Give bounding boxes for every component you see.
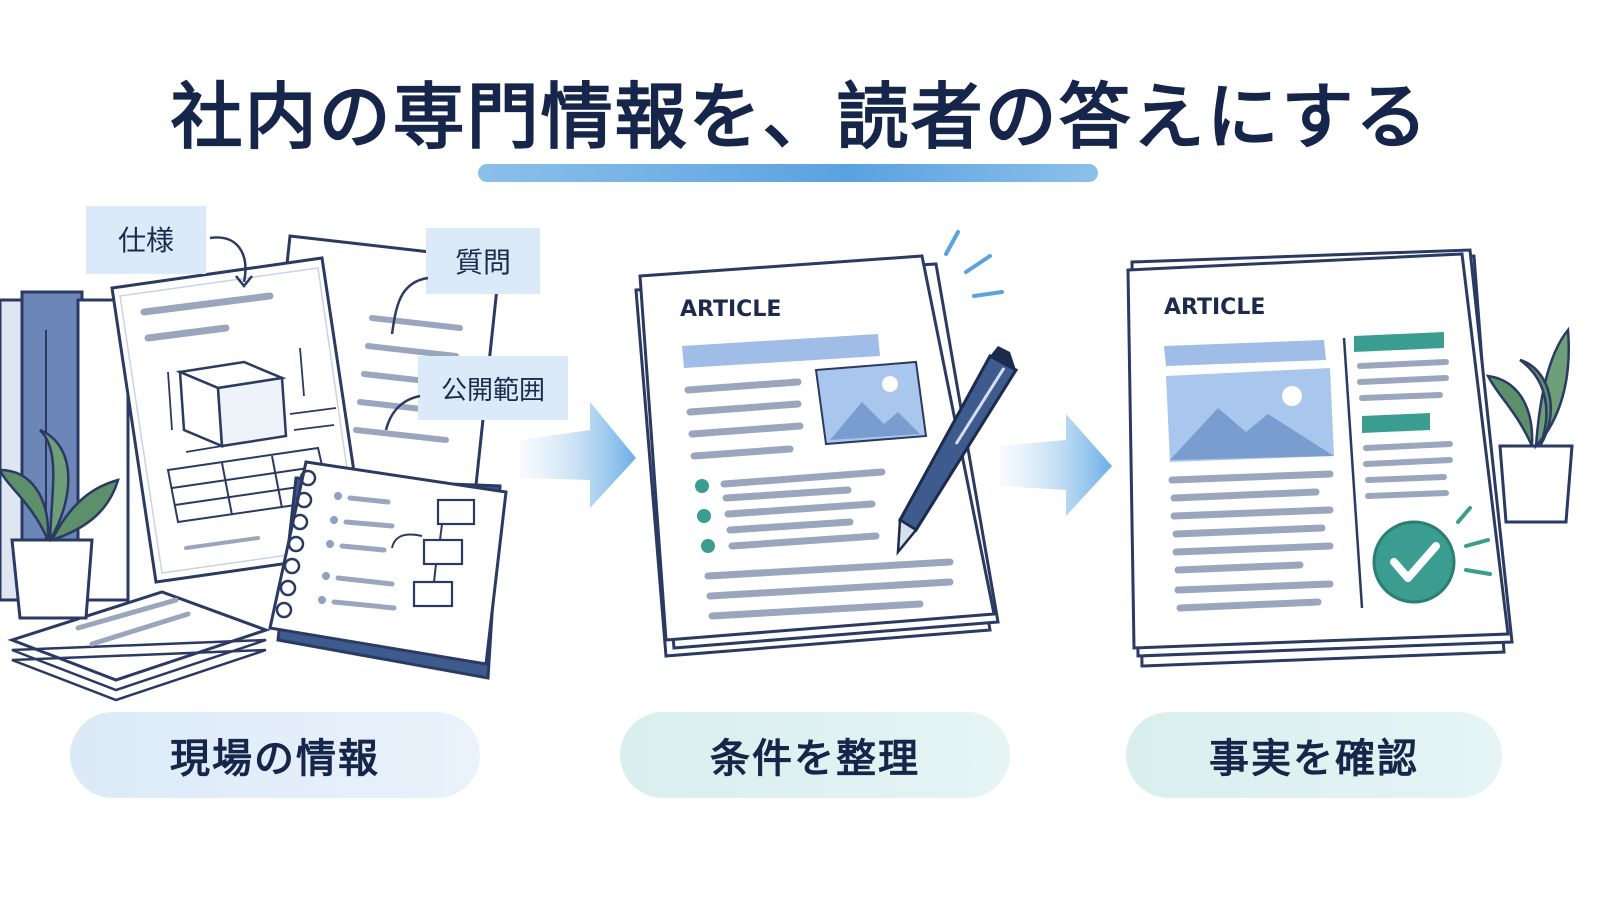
source-materials-group: 仕様 質問 公開範囲	[0, 206, 568, 702]
step-label-verify-facts: 事実を確認	[1126, 712, 1502, 798]
arrow-right-icon	[520, 402, 636, 508]
draft-article-header: ARTICLE	[680, 297, 781, 322]
image-placeholder-icon	[1166, 368, 1334, 462]
tag-question: 質問	[390, 228, 540, 335]
arrow-right-icon	[1000, 414, 1112, 516]
image-placeholder-icon	[814, 360, 928, 446]
tag-scope-label: 公開範囲	[441, 376, 545, 406]
tag-spec: 仕様	[86, 206, 253, 289]
plant-icon	[0, 428, 120, 620]
page-title: 社内の専門情報を、読者の答えにする	[170, 75, 1430, 159]
pen-icon	[896, 346, 1019, 556]
final-article-header: ARTICLE	[1164, 295, 1265, 320]
notebook-icon	[268, 460, 508, 680]
tag-question-label: 質問	[455, 246, 511, 279]
tag-scope: 公開範囲	[384, 356, 568, 431]
plant-icon	[1485, 326, 1574, 524]
step-label-organize-conditions: 条件を整理	[620, 712, 1010, 798]
final-article-group: ARTICLE	[1126, 248, 1514, 668]
tag-spec-label: 仕様	[118, 224, 174, 257]
draft-article-group: ARTICLE	[634, 230, 1019, 658]
step-label-field-info: 現場の情報	[70, 712, 480, 798]
paper-stack-icon	[7, 590, 271, 702]
title-underline	[478, 164, 1098, 182]
checkmark-icon	[1372, 520, 1456, 604]
